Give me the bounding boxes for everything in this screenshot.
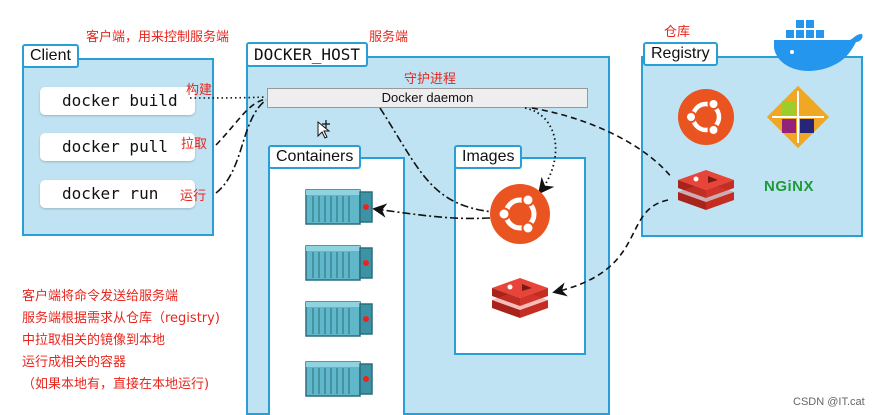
watermark: CSDN @IT.cat [793,396,865,408]
centos-logo-icon [766,85,830,149]
cmd-docker-build[interactable]: docker build [40,87,195,115]
note-run: 运行 [180,189,207,204]
cursor-icon [317,120,331,139]
cmd-docker-run[interactable]: docker run [40,180,195,208]
client-annotation: 客户端，用来控制服务端 [86,30,230,45]
container-icon [305,245,373,281]
daemon-annotation: 守护进程 [404,72,457,87]
docker-daemon: Docker daemon [267,88,588,108]
client-panel: docker build docker pull docker run [22,58,214,236]
host-annotation: 服务端 [369,30,409,45]
containers-title: Containers [268,145,362,169]
cmd-docker-pull[interactable]: docker pull [40,133,195,161]
container-icon [305,301,373,337]
note-line-1: 客户端将命令发送给服务端 [22,289,179,304]
connector-build [189,96,267,99]
note-line-3: 中拉取相关的镜像到本地 [22,333,166,348]
redis-logo-icon [492,278,548,318]
note-line-5: （如果本地有，直接在本地运行) [22,377,210,392]
connector-daemon-registry [531,107,673,179]
docker-whale-icon [774,20,863,71]
ubuntu-logo-icon [490,184,550,244]
redis-logo-icon [678,170,734,210]
connector-daemon-ubuntu-run [379,107,494,213]
container-icon [305,189,373,225]
ubuntu-logo-icon [678,89,734,145]
connector-pull [215,98,267,146]
connector-daemon-ubuntu [524,107,557,195]
connector-image-container [372,203,491,220]
connector-run [215,99,267,194]
registry-panel [641,56,863,237]
docker-host-title: DOCKER_HOST [246,42,368,67]
note-pull: 拉取 [181,137,208,152]
client-title: Client [22,44,79,68]
connector-registry-redis [552,199,669,297]
images-title: Images [454,145,523,169]
registry-annotation: 仓库 [664,25,691,40]
note-build: 构建 [186,83,213,98]
note-line-2: 服务端根据需求从仓库（registry) [22,311,220,326]
container-icon [305,361,373,397]
registry-title: Registry [643,42,718,66]
note-line-4: 运行成相关的容器 [22,355,127,370]
nginx-logo: NGiNX [764,178,815,195]
